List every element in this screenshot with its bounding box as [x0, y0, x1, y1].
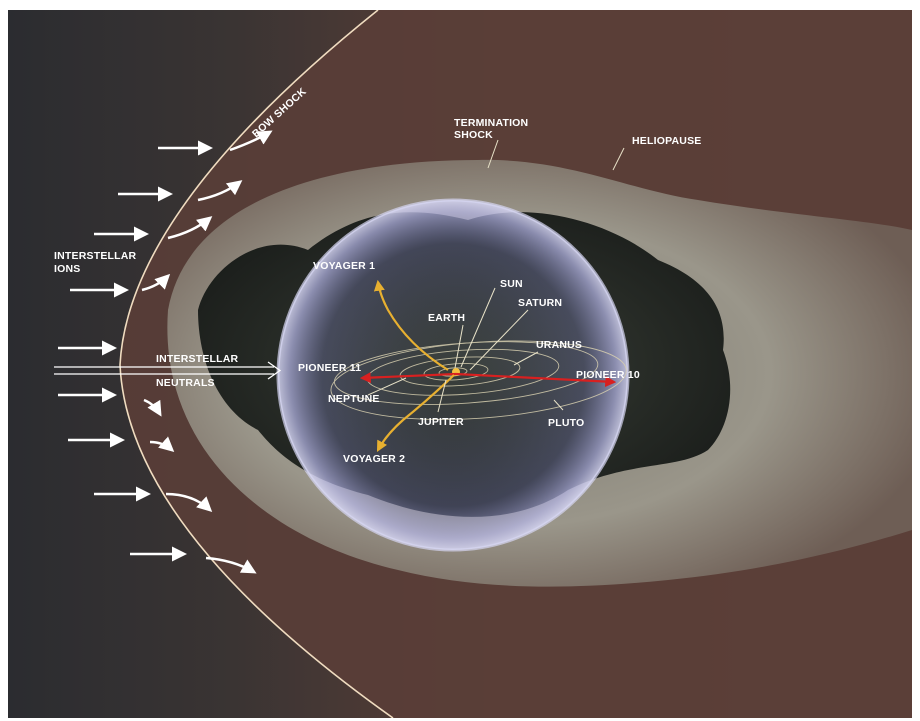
pioneer-11-label: PIONEER 11 — [298, 362, 361, 374]
interstellar-neutrals-label-2: NEUTRALS — [156, 377, 215, 389]
uranus-label: URANUS — [536, 339, 582, 351]
interstellar-ions-label-1: INTERSTELLAR — [54, 250, 137, 262]
interstellar-ions-label-2: IONS — [54, 263, 80, 275]
heliopause-label: HELIOPAUSE — [632, 135, 701, 147]
termination-shock-label-2: SHOCK — [454, 129, 493, 141]
pioneer-10-label: PIONEER 10 — [576, 369, 640, 381]
saturn-label: SATURN — [518, 297, 562, 309]
sun-label: SUN — [500, 278, 523, 290]
earth-label: EARTH — [428, 312, 465, 324]
termination-shock-label-1: TERMINATION — [454, 117, 528, 129]
neptune-label: NEPTUNE — [328, 393, 380, 405]
jupiter-label: JUPITER — [418, 416, 464, 428]
interstellar-neutrals-label-1: INTERSTELLAR — [156, 353, 239, 365]
pluto-label: PLUTO — [548, 417, 584, 429]
voyager-2-label: VOYAGER 2 — [343, 453, 405, 465]
voyager-1-label: VOYAGER 1 — [313, 260, 375, 272]
heliosphere-diagram: BOW SHOCK TERMINATION SHOCK HELIOPAUSE I… — [8, 10, 912, 718]
